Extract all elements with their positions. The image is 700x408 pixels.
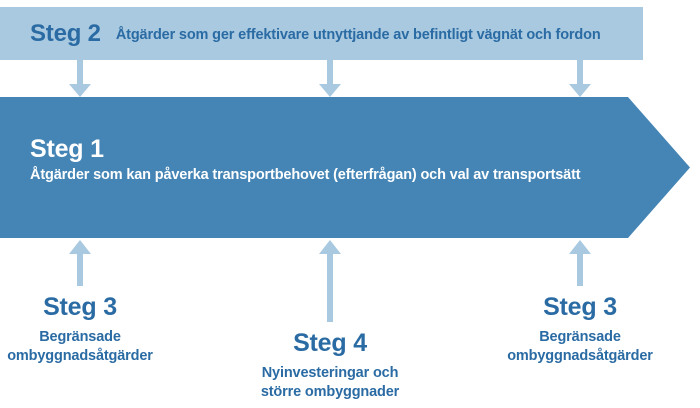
bottom-label-description-line2: ombyggnadsåtgärder bbox=[507, 347, 653, 364]
steg1-title: Steg 1 bbox=[30, 135, 104, 163]
up-arrow-icon-2 bbox=[316, 240, 344, 322]
steg2-title: Steg 2 bbox=[30, 19, 101, 47]
down-arrow-icon-2 bbox=[316, 60, 344, 97]
steg2-banner: Steg 2 Åtgärder som ger effektivare utny… bbox=[0, 7, 643, 60]
bottom-label-title: Steg 4 bbox=[293, 329, 367, 357]
steg1-description: Åtgärder som kan påverka transportbehove… bbox=[30, 167, 581, 183]
up-arrow-icon-3 bbox=[566, 240, 594, 286]
down-arrow-icon-1 bbox=[66, 60, 94, 97]
bottom-label-steg3-right: Steg 3 Begränsade ombyggnadsåtgärder bbox=[470, 293, 690, 366]
steg1-text-block: Steg 1 Åtgärder som kan påverka transpor… bbox=[30, 136, 630, 184]
down-arrow-icon-3 bbox=[566, 60, 594, 97]
bottom-label-description-line2: större ombyggnader bbox=[260, 383, 400, 400]
bottom-label-description: Begränsade ombyggnadsåtgärder bbox=[0, 328, 190, 366]
bottom-label-description-line2: ombyggnadsåtgärder bbox=[7, 347, 153, 364]
bottom-label-description-line1: Begränsade bbox=[39, 328, 121, 345]
bottom-label-steg3-left: Steg 3 Begränsade ombyggnadsåtgärder bbox=[0, 293, 190, 366]
bottom-label-title: Steg 3 bbox=[43, 293, 117, 321]
bottom-label-description-line1: Nyinvesteringar och bbox=[261, 364, 399, 381]
bottom-label-title: Steg 3 bbox=[543, 293, 617, 321]
steg1-arrow-shape bbox=[0, 97, 690, 238]
bottom-label-steg4-center: Steg 4 Nyinvesteringar och större ombygg… bbox=[220, 329, 440, 402]
bottom-label-description: Begränsade ombyggnadsåtgärder bbox=[470, 328, 690, 366]
steg2-description: Åtgärder som ger effektivare utnyttjande… bbox=[115, 26, 601, 43]
bottom-label-description-line1: Begränsade bbox=[539, 328, 621, 345]
bottom-label-description: Nyinvesteringar och större ombyggnader bbox=[220, 364, 440, 402]
up-arrow-icon-1 bbox=[66, 240, 94, 286]
